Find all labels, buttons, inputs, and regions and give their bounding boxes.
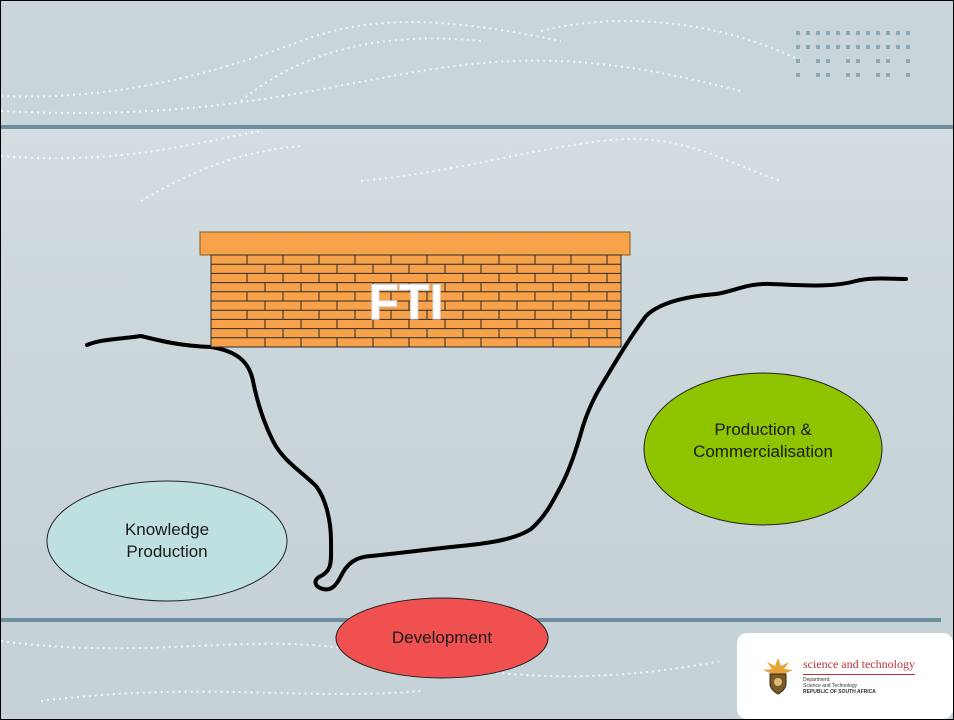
header-band xyxy=(1,1,953,127)
coat-of-arms-icon xyxy=(763,658,793,695)
grid-dot xyxy=(906,59,910,63)
grid-dot xyxy=(846,73,850,77)
grid-dot xyxy=(826,45,830,49)
grid-dot xyxy=(846,45,850,49)
grid-dot xyxy=(886,73,890,77)
grid-dot xyxy=(856,45,860,49)
grid-dot xyxy=(876,45,880,49)
grid-dot xyxy=(826,31,830,35)
grid-dot xyxy=(816,59,820,63)
production-commercialisation-label: Production & Commercialisation xyxy=(653,419,873,463)
logo-line-1: Department: xyxy=(803,677,831,683)
grid-dot xyxy=(796,45,800,49)
grid-dot xyxy=(896,45,900,49)
wall-label: FTI xyxy=(369,274,444,330)
grid-dot xyxy=(886,45,890,49)
grid-dot xyxy=(886,31,890,35)
grid-dot xyxy=(816,31,820,35)
grid-dot xyxy=(856,59,860,63)
knowledge-line-2: Production xyxy=(126,542,208,561)
grid-dot xyxy=(876,59,880,63)
grid-dot xyxy=(866,45,870,49)
logo-text: science and technology Department: Scien… xyxy=(803,657,915,695)
grid-dot xyxy=(886,59,890,63)
grid-dot xyxy=(846,31,850,35)
grid-dot xyxy=(826,59,830,63)
knowledge-line-1: Knowledge xyxy=(124,520,210,539)
wall-cap xyxy=(199,231,631,256)
grid-dot xyxy=(796,59,800,63)
development-node xyxy=(335,597,549,679)
logo-line-3: REPUBLIC OF SOUTH AFRICA xyxy=(803,689,876,695)
development-label: Development xyxy=(342,627,542,649)
grid-dot xyxy=(816,73,820,77)
grid-dot xyxy=(876,73,880,77)
grid-dot xyxy=(876,31,880,35)
grid-dot xyxy=(836,31,840,35)
grid-dot xyxy=(816,45,820,49)
production-line-1: Production & xyxy=(714,420,812,439)
grid-dot xyxy=(856,31,860,35)
logo-title: science and technology xyxy=(803,657,915,675)
grid-dot xyxy=(826,73,830,77)
grid-dot xyxy=(866,31,870,35)
chasm-outline xyxy=(85,276,908,592)
grid-dot xyxy=(806,45,810,49)
decorative-curves xyxy=(1,20,802,202)
grid-dot xyxy=(906,73,910,77)
grid-dot xyxy=(896,31,900,35)
grid-dot xyxy=(846,59,850,63)
wall-bricks xyxy=(211,254,621,347)
knowledge-production-label: Knowledge Production xyxy=(67,519,267,563)
grid-dot xyxy=(796,31,800,35)
header-rule xyxy=(1,125,953,129)
grid-dot xyxy=(796,73,800,77)
development-line-1: Development xyxy=(391,628,493,647)
grid-dot xyxy=(906,45,910,49)
dot-grid xyxy=(796,31,910,77)
knowledge-production-node xyxy=(46,480,288,602)
grid-dot xyxy=(806,31,810,35)
production-commercialisation-node xyxy=(643,372,883,526)
grid-dot xyxy=(856,73,860,77)
grid-dot xyxy=(906,31,910,35)
production-line-2: Commercialisation xyxy=(693,442,833,461)
logo-line-2: Science and Technology xyxy=(803,683,858,689)
logo-panel xyxy=(737,633,953,719)
grid-dot xyxy=(836,45,840,49)
dst-logo: science and technology Department: Scien… xyxy=(761,649,931,703)
fti-wall xyxy=(199,231,631,348)
